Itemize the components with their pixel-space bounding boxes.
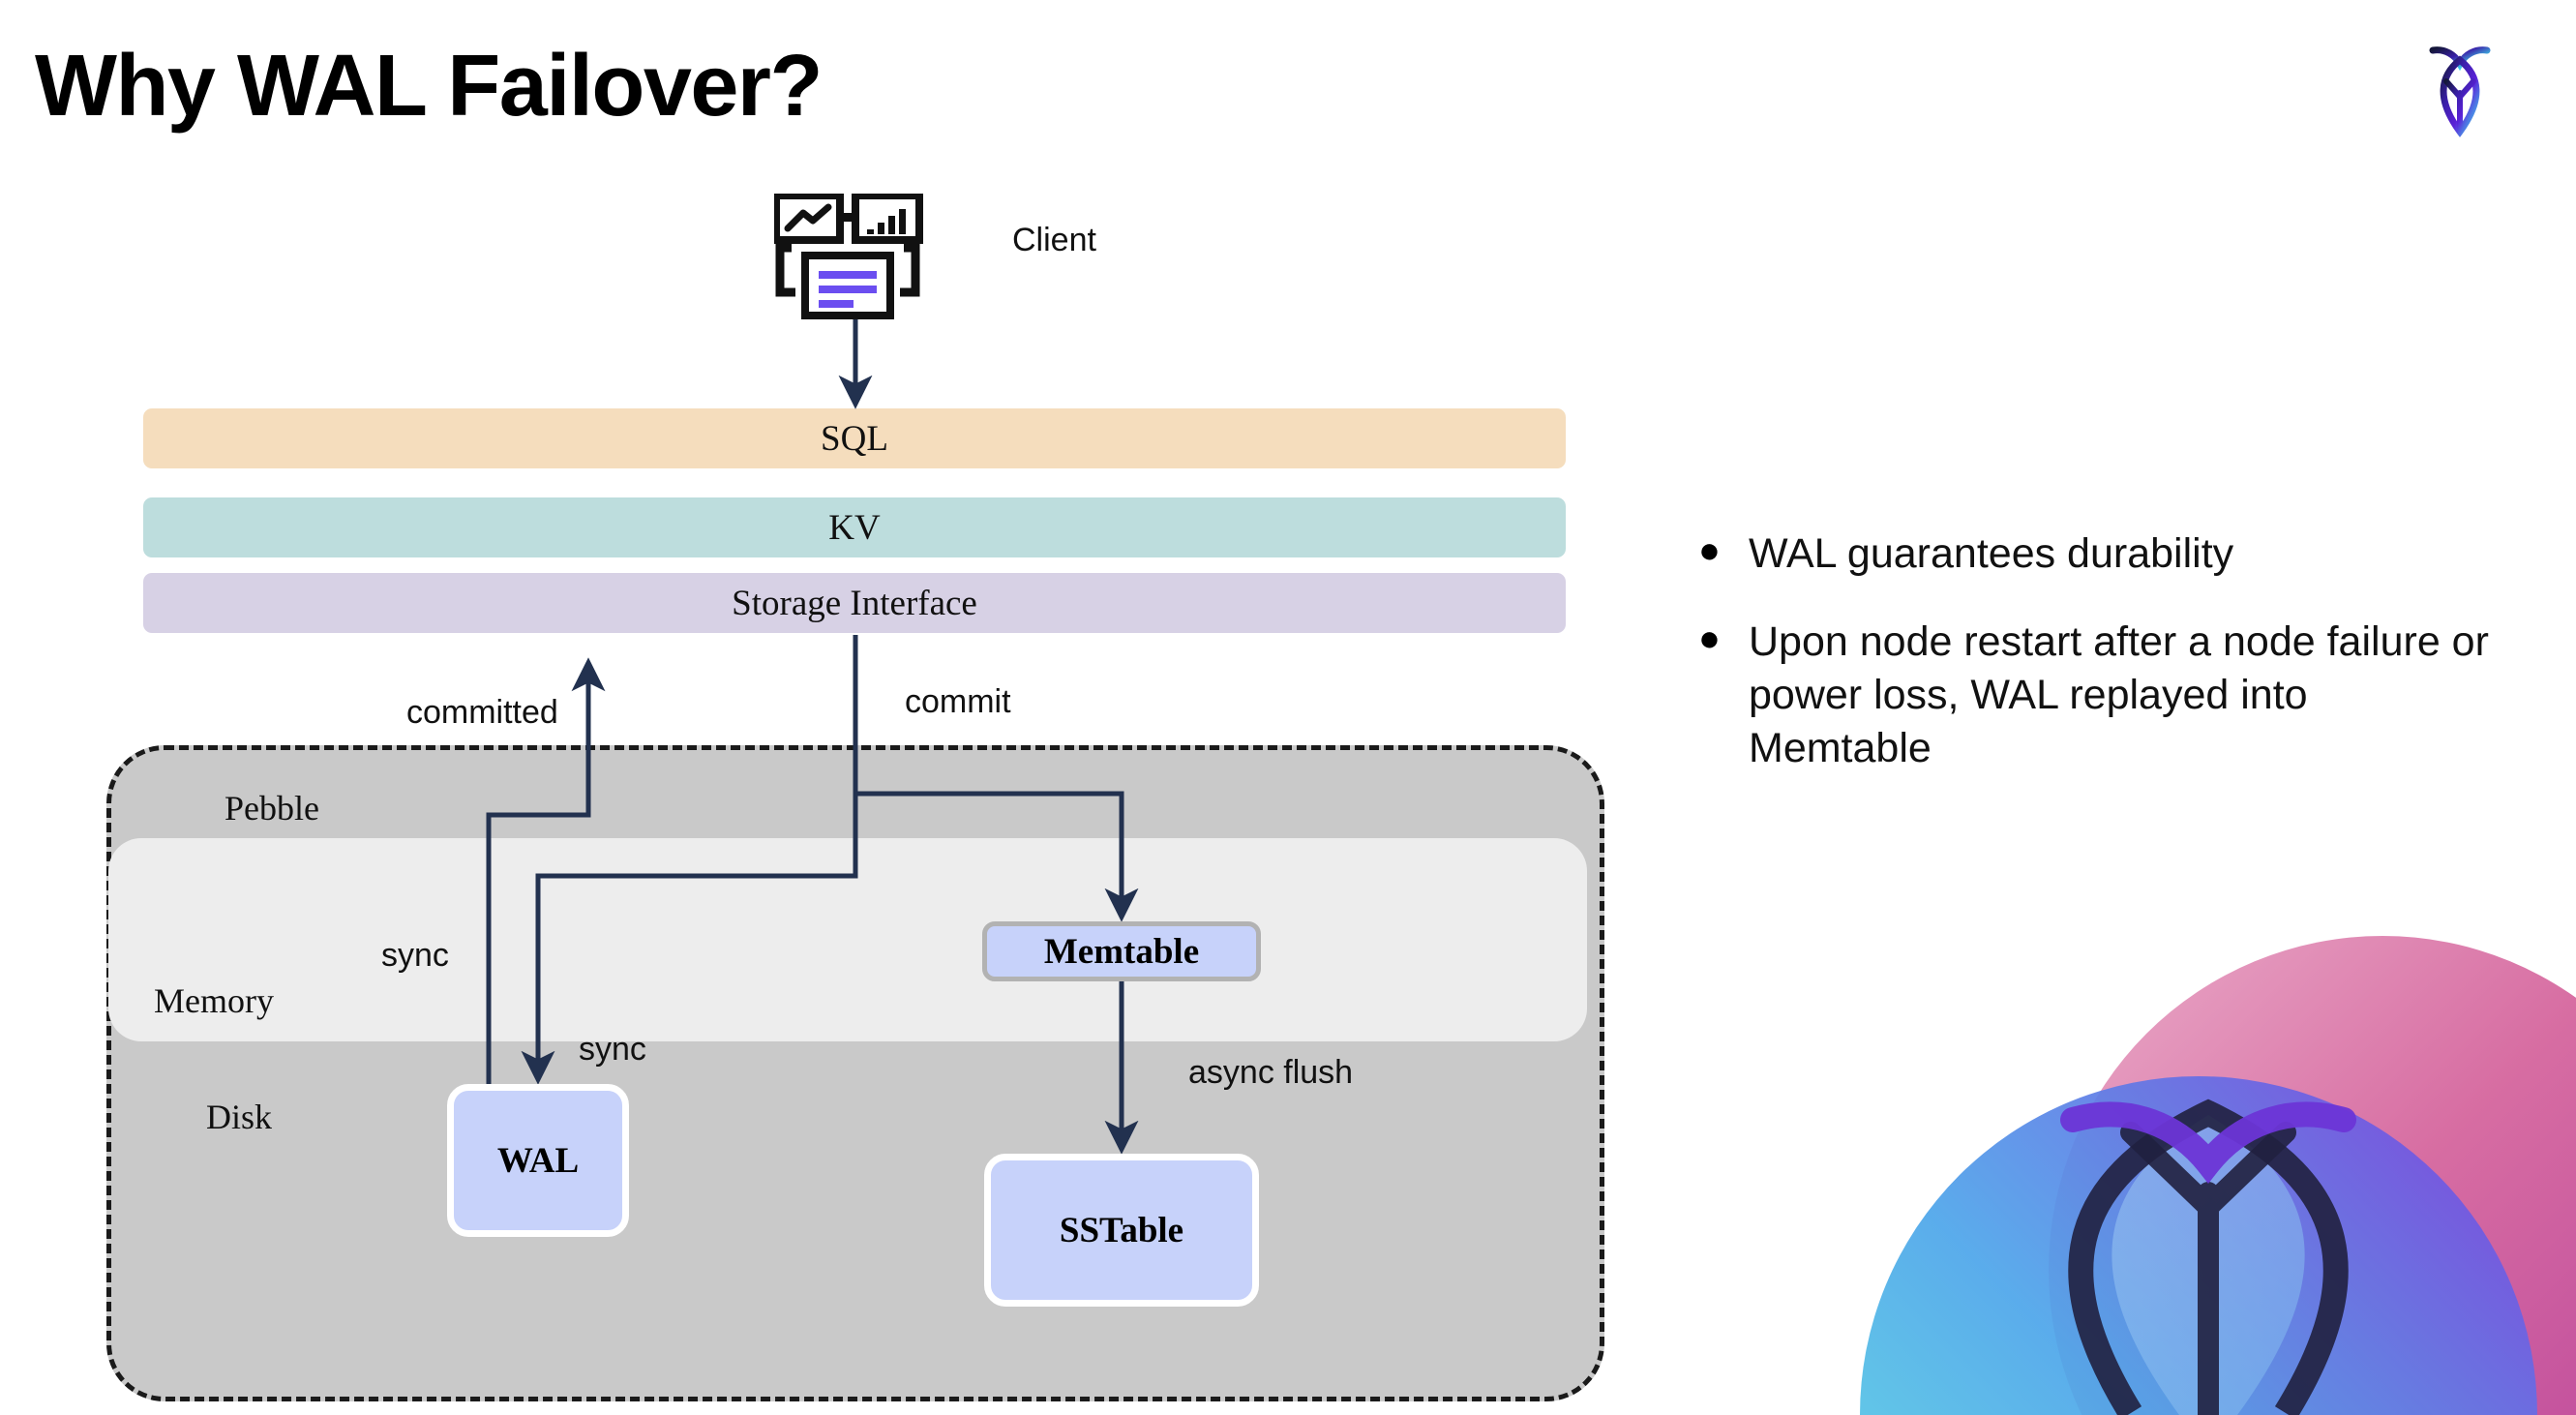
node-sstable[interactable]: SSTable <box>984 1154 1259 1307</box>
gradient-circles-decoration <box>1841 873 2576 1415</box>
node-wal-label: WAL <box>496 1140 580 1181</box>
list-item: ● WAL guarantees durability <box>1698 527 2501 581</box>
layer-bar-storage-interface: Storage Interface <box>143 573 1566 633</box>
bullet-text: WAL guarantees durability <box>1749 530 2234 577</box>
node-sstable-label: SSTable <box>1059 1210 1184 1250</box>
layer-bar-storage-interface-label: Storage Interface <box>732 583 977 623</box>
layer-bar-sql-label: SQL <box>821 418 888 459</box>
cockroachdb-logo <box>2402 29 2518 145</box>
list-item: ● Upon node restart after a node failure… <box>1698 616 2501 775</box>
edge-label-sync-right: sync <box>579 1031 646 1068</box>
bullet-text: Upon node restart after a node failure o… <box>1749 618 2489 772</box>
layer-bar-sql: SQL <box>143 408 1566 468</box>
pebble-label: Pebble <box>225 789 319 828</box>
page-title: Why WAL Failover? <box>35 38 823 135</box>
layer-bar-kv: KV <box>143 497 1566 557</box>
memory-zone-band <box>108 838 1587 1041</box>
edge-label-sync-left: sync <box>381 937 449 974</box>
node-memtable-label: Memtable <box>1043 931 1200 972</box>
edge-label-async-flush: async flush <box>1188 1054 1354 1091</box>
disk-zone-label: Disk <box>206 1098 273 1136</box>
memory-zone-label: Memory <box>154 981 274 1020</box>
client-dashboard-icon <box>772 192 929 319</box>
node-memtable[interactable]: Memtable <box>982 921 1261 981</box>
layer-bar-kv-label: KV <box>828 507 881 548</box>
bullet-list: ● WAL guarantees durability ● Upon node … <box>1698 527 2501 810</box>
bullet-marker-icon: ● <box>1698 530 1721 571</box>
bullet-marker-icon: ● <box>1698 618 1721 660</box>
edge-label-commit: commit <box>905 683 1011 720</box>
edge-label-committed: committed <box>406 694 558 731</box>
node-wal[interactable]: WAL <box>447 1084 629 1237</box>
client-label: Client <box>1012 222 1096 258</box>
